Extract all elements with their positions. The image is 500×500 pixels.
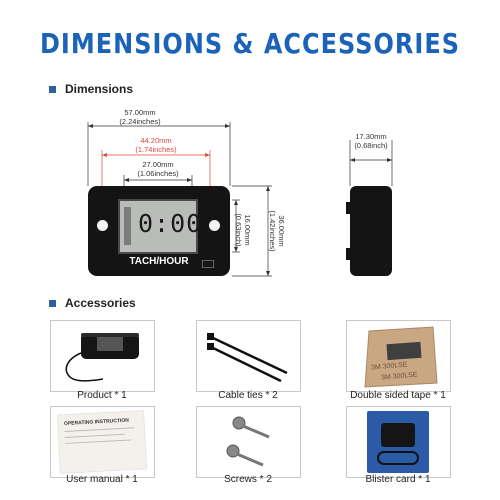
hole-spacing-dimension: 44.20mm (1.74inches)	[116, 136, 196, 154]
side-clip-bottom-icon	[346, 248, 352, 260]
total-height-in: (1.42inches)	[268, 210, 277, 252]
depth-in: (0.68inch)	[354, 141, 388, 150]
screen-width-in: (1.06inches)	[137, 169, 179, 178]
status-led-icon	[202, 260, 214, 268]
accessory-blister-image	[346, 406, 451, 478]
section-accessories: Accessories	[49, 296, 136, 310]
manual-booklet: OPERATING INSTRUCTION	[57, 410, 147, 474]
width-dimension: 57.00mm (2.24inches)	[100, 108, 180, 126]
depth-dimension: 17.30mm (0.68inch)	[337, 132, 405, 150]
accessory-manual-image: OPERATING INSTRUCTION	[50, 406, 155, 478]
mount-hole-right-icon	[209, 220, 220, 231]
screen-height-dimension: 16.00mm (0.63inch)	[234, 205, 252, 255]
lcd-indicator-icon	[124, 207, 131, 245]
section-dimensions: Dimensions	[49, 82, 133, 96]
device-label: TACH/HOUR	[129, 256, 189, 267]
blister-cable-icon	[377, 451, 419, 465]
mount-hole-left-icon	[97, 220, 108, 231]
accessory-product-image	[50, 320, 155, 392]
manual-line-icon	[64, 433, 125, 438]
screen-height-in: (0.63inch)	[234, 213, 243, 247]
section-bullet-icon	[49, 85, 56, 93]
screen-height-mm: 16.00mm	[243, 214, 252, 246]
screws-icon	[226, 416, 270, 467]
device-front: 0:00 TACH/HOUR	[88, 186, 230, 276]
section-accessories-title: Accessories	[65, 296, 136, 310]
total-height-dimension: 36.00mm (1.42inches)	[268, 201, 286, 261]
page-title: DIMENSIONS & ACCESSORIES	[39, 27, 461, 61]
accessory-label-tape: Double sided tape * 1	[350, 390, 446, 401]
tachometer-cable-icon	[65, 333, 139, 382]
manual-cover-text: OPERATING INSTRUCTION	[63, 417, 129, 427]
screen-width-mm: 27.00mm	[142, 160, 174, 169]
section-dimensions-title: Dimensions	[65, 82, 134, 96]
screen-width-dimension: 27.00mm (1.06inches)	[118, 160, 198, 178]
lcd-screen: 0:00	[118, 199, 201, 254]
depth-mm: 17.30mm	[355, 132, 387, 141]
width-mm: 57.00mm	[124, 108, 156, 117]
lcd-display-value: 0:00	[138, 209, 203, 238]
accessory-tape-image: 3M 300LSE 3M 300LSE	[346, 320, 451, 392]
section-bullet-icon	[49, 299, 56, 307]
device-side	[346, 186, 392, 276]
blister-device-icon	[381, 423, 415, 447]
total-height-mm: 36.00mm	[277, 215, 286, 247]
manual-line-icon	[64, 439, 131, 444]
blister-card	[367, 411, 429, 473]
hole-spacing-mm: 44.20mm	[140, 136, 172, 145]
accessory-screws-image	[196, 406, 301, 478]
accessory-label-manual: User manual * 1	[66, 474, 138, 485]
tape-icon	[364, 326, 438, 388]
accessory-cable-ties-image	[196, 320, 301, 392]
accessory-label-product: Product * 1	[77, 390, 127, 401]
accessory-label-cable-ties: Cable ties * 2	[218, 390, 278, 401]
width-in: (2.24inches)	[119, 117, 161, 126]
accessory-label-blister: Blister card * 1	[365, 474, 431, 485]
side-clip-top-icon	[346, 202, 352, 214]
hole-spacing-in: (1.74inches)	[135, 145, 177, 154]
accessory-label-screws: Screws * 2	[224, 474, 272, 485]
manual-line-icon	[64, 427, 135, 432]
cable-ties-icon	[207, 333, 288, 383]
